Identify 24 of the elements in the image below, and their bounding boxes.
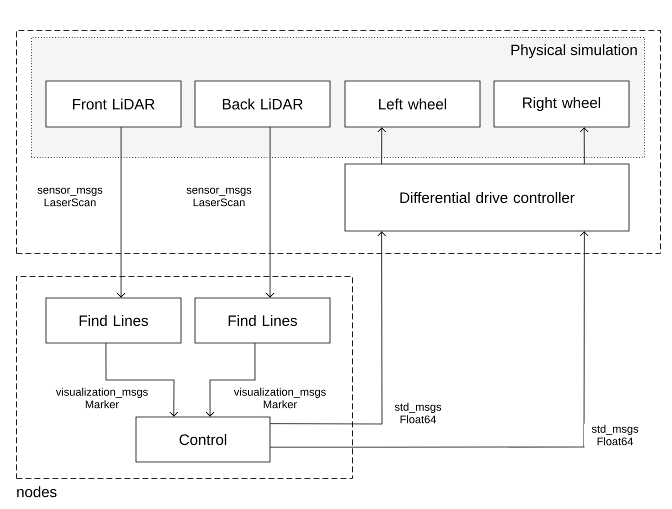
arrow <box>266 127 274 298</box>
process-box: Front LiDAR <box>46 80 182 128</box>
arrow <box>106 343 178 417</box>
process-box: Differential drive controller <box>344 164 630 232</box>
process-box: Control <box>136 416 270 462</box>
process-box: Right wheel <box>494 80 630 128</box>
process-box: Left wheel <box>344 80 480 128</box>
arrow <box>270 231 589 448</box>
group-frame <box>16 30 661 254</box>
edge-label: std_msgs Float64 <box>584 424 646 446</box>
edge-label: std_msgs Float64 <box>387 402 449 424</box>
edge-label: sensor_msgs LaserScan <box>34 186 106 208</box>
process-box: Find Lines <box>46 298 182 344</box>
edge-label: visualization_msgs Marker <box>229 386 331 410</box>
node-label: nodes <box>17 486 57 498</box>
edge-label: visualization_msgs Marker <box>51 386 153 410</box>
arrow <box>206 343 256 417</box>
edge-label: sensor_msgs LaserScan <box>183 186 255 208</box>
arrow <box>377 127 386 164</box>
process-box: Find Lines <box>194 298 330 344</box>
process-box: Back LiDAR <box>194 80 330 128</box>
arrow <box>270 231 386 424</box>
arrow <box>116 127 126 298</box>
arrow <box>580 127 589 164</box>
